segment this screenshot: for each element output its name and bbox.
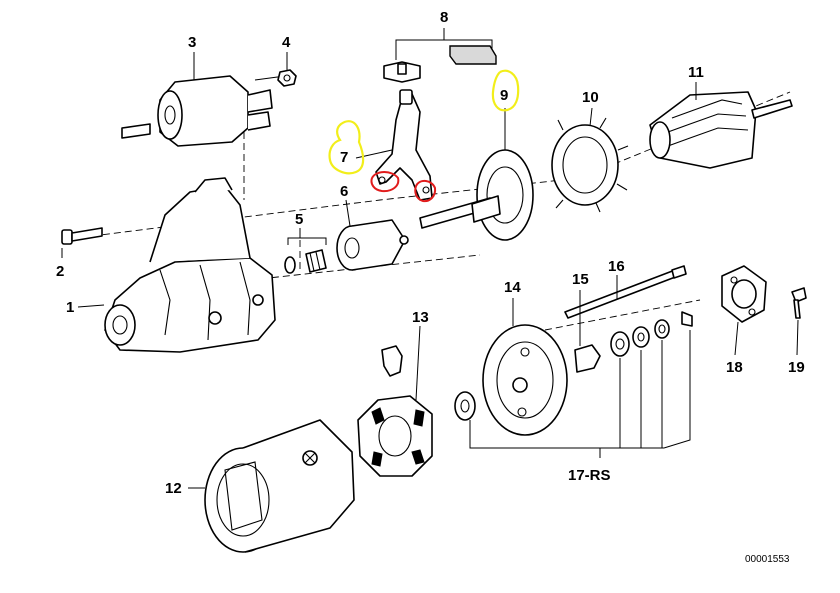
red-highlight-left-pivot [370, 171, 400, 193]
diagram-reference-code: 00001553 [745, 554, 790, 565]
engaging-lever [375, 89, 433, 201]
label-part-16: 16 [608, 258, 625, 275]
label-part-7: 7 [340, 149, 348, 166]
bearing-sleeve [574, 344, 601, 373]
brush-holder [357, 345, 433, 477]
label-part-8: 8 [440, 9, 448, 26]
through-bolt [564, 265, 687, 319]
label-part-6: 6 [340, 183, 348, 200]
label-part-3: 3 [188, 34, 196, 51]
label-part-17-rs: 17-RS [568, 467, 611, 484]
label-part-5: 5 [295, 211, 303, 228]
label-part-15: 15 [572, 271, 589, 288]
washer-set [454, 311, 693, 421]
flange-cap [721, 265, 767, 323]
label-part-1: 1 [66, 299, 74, 316]
leader-lines [61, 52, 799, 489]
end-shield [482, 324, 568, 436]
hex-nut [277, 69, 297, 87]
spring-and-ring [284, 237, 327, 274]
label-part-14: 14 [504, 279, 521, 296]
label-part-18: 18 [726, 359, 743, 376]
pinion-clutch [336, 219, 409, 271]
label-part-13: 13 [412, 309, 429, 326]
small-screw [791, 287, 807, 319]
kit-17-rs-bracket [469, 330, 691, 458]
long-bolt [61, 227, 103, 245]
starter-housing [104, 177, 276, 353]
lever-support-parts [383, 28, 497, 83]
armature [649, 91, 793, 169]
intermediate-bearing [419, 149, 534, 241]
field-frame-ring [551, 117, 629, 213]
label-part-2: 2 [56, 263, 64, 280]
solenoid-switch [121, 75, 286, 147]
label-part-4: 4 [282, 34, 291, 51]
yellow-highlight-7 [328, 120, 365, 175]
yellow-highlight-9 [491, 69, 520, 112]
pole-housing [204, 419, 355, 553]
label-part-12: 12 [165, 480, 182, 497]
label-part-9: 9 [500, 87, 508, 104]
label-part-19: 19 [788, 359, 805, 376]
red-highlight-right-pivot [414, 180, 437, 203]
label-part-11: 11 [688, 64, 704, 81]
label-part-10: 10 [582, 89, 599, 106]
